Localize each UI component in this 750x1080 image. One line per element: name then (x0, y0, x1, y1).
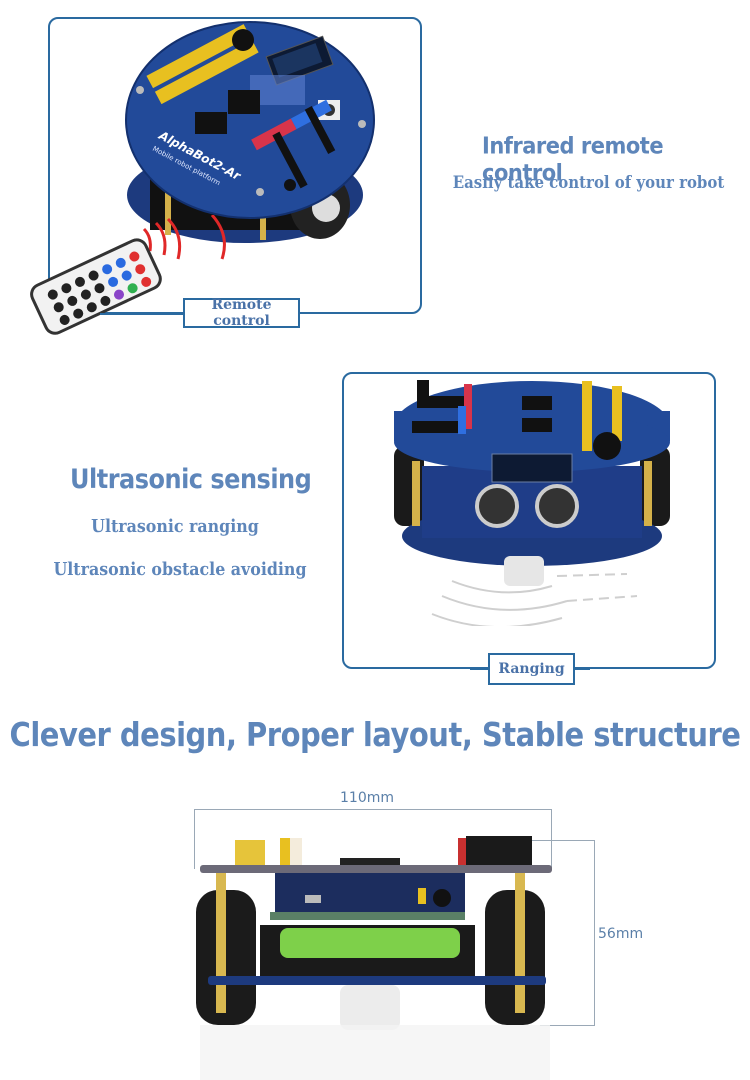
infrared-signal-icon (142, 215, 226, 260)
ultrasonic-sensing-title: Ultrasonic sensing (70, 463, 312, 495)
height-dimension-label: 56mm (598, 926, 644, 942)
width-dimension-tick-left (194, 809, 195, 869)
infrared-remote-title: Infrared remote control (482, 132, 664, 186)
width-dimension-label: 110mm (340, 790, 394, 806)
remote-control-caption: Remote control (183, 297, 300, 329)
height-dimension-bottom-line (540, 1025, 595, 1026)
remote-control-image (30, 238, 162, 335)
ultrasonic-line-1: Ultrasonic ranging (91, 516, 259, 537)
alphabot-front-view-image (394, 380, 670, 626)
alphabot-top-view-image: AlphaBot2-Ar Mobile robot platform (125, 21, 375, 243)
height-dimension-top-line (522, 840, 595, 841)
design-title: Clever design, Proper layout, Stable str… (9, 715, 741, 755)
alphabot-side-view-image (196, 836, 552, 1080)
ultrasonic-line-2: Ultrasonic obstacle avoiding (53, 559, 307, 580)
width-dimension-tick-right (551, 809, 552, 869)
infrared-remote-subtitle: Easily take control of your robot (452, 173, 725, 193)
height-dimension-line (594, 840, 595, 1026)
ranging-caption: Ranging (488, 653, 575, 685)
width-dimension-line (194, 809, 552, 810)
